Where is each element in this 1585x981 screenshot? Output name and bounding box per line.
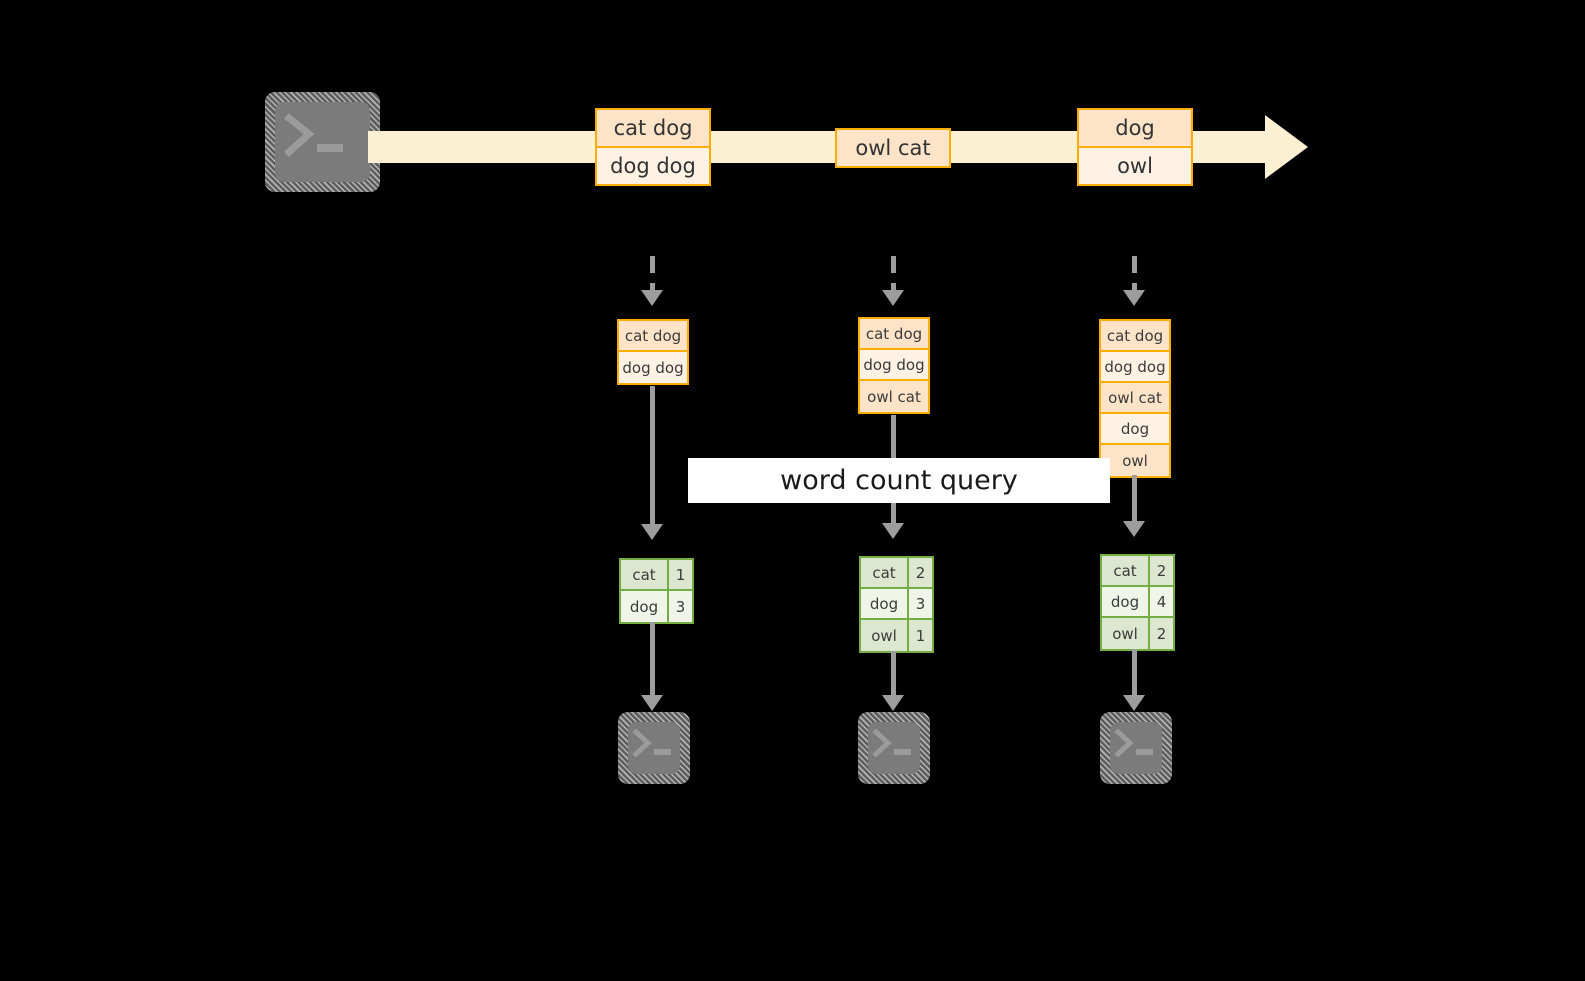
state-row: cat dog: [1101, 321, 1169, 352]
state-stack: cat dog dog dog: [617, 319, 689, 385]
state-to-result-connector: [1132, 475, 1137, 523]
stream-to-state-dashed-connector: [891, 256, 896, 292]
result-to-sink-connector: [650, 622, 655, 697]
table-row: dog 3: [621, 591, 692, 622]
table-cell-count: 3: [669, 591, 692, 622]
state-row: dog dog: [619, 352, 687, 383]
state-row: owl cat: [860, 381, 928, 412]
connector-arrowhead: [882, 523, 904, 539]
connector-arrowhead: [1123, 695, 1145, 711]
table-row: cat 1: [621, 560, 692, 591]
table-cell-count: 2: [909, 558, 932, 587]
sink-terminal-icon: [618, 712, 690, 784]
query-label: word count query: [780, 465, 1018, 496]
connector-arrowhead: [1123, 521, 1145, 537]
table-cell-word: dog: [1102, 587, 1150, 616]
table-cell-word: owl: [861, 620, 909, 651]
connector-arrowhead: [641, 290, 663, 306]
state-row: cat dog: [860, 319, 928, 350]
state-to-result-connector: [650, 386, 655, 526]
table-row: owl 1: [861, 620, 932, 651]
table-cell-word: cat: [1102, 556, 1150, 585]
stream-event-line: dog: [1077, 108, 1193, 148]
table-cell-word: cat: [621, 560, 669, 589]
prompt-glyph-icon: [632, 728, 671, 758]
table-cell-word: owl: [1102, 618, 1150, 649]
result-to-sink-connector: [1132, 649, 1137, 697]
stream-event-line: owl cat: [835, 128, 951, 168]
prompt-glyph-icon: [872, 728, 911, 758]
state-row: owl: [1101, 445, 1169, 476]
stream-arrowhead: [1265, 115, 1308, 179]
table-row: cat 2: [861, 558, 932, 589]
prompt-glyph-icon: [284, 113, 343, 157]
state-row: cat dog: [619, 321, 687, 352]
stream-to-state-dashed-connector: [650, 256, 655, 292]
connector-arrowhead: [882, 290, 904, 306]
stream-to-state-dashed-connector: [1132, 256, 1137, 292]
table-row: dog 3: [861, 589, 932, 620]
connector-arrowhead: [641, 524, 663, 540]
table-cell-count: 4: [1150, 587, 1173, 616]
table-cell-word: cat: [861, 558, 909, 587]
connector-arrowhead: [641, 695, 663, 711]
stream-event-line: owl: [1077, 146, 1193, 186]
table-row: dog 4: [1102, 587, 1173, 618]
table-cell-count: 2: [1150, 618, 1173, 649]
result-to-sink-connector: [891, 651, 896, 697]
prompt-glyph-icon: [1114, 728, 1153, 758]
state-stack: cat dog dog dog owl cat: [858, 317, 930, 414]
state-row: dog dog: [860, 350, 928, 381]
table-cell-count: 1: [909, 620, 932, 651]
query-label-band: word count query: [688, 458, 1110, 503]
table-cell-word: dog: [861, 589, 909, 618]
sink-terminal-icon: [1100, 712, 1172, 784]
table-cell-count: 1: [669, 560, 692, 589]
word-count-result-table: cat 1 dog 3: [619, 558, 694, 624]
connector-arrowhead: [1123, 290, 1145, 306]
stream-event-line: dog dog: [595, 146, 711, 186]
sink-terminal-icon: [858, 712, 930, 784]
table-cell-count: 3: [909, 589, 932, 618]
state-row: dog dog: [1101, 352, 1169, 383]
stream-event-line: cat dog: [595, 108, 711, 148]
table-cell-count: 2: [1150, 556, 1173, 585]
word-count-result-table: cat 2 dog 4 owl 2: [1100, 554, 1175, 651]
state-row: dog: [1101, 414, 1169, 445]
table-cell-word: dog: [621, 591, 669, 622]
table-row: cat 2: [1102, 556, 1173, 587]
state-stack: cat dog dog dog owl cat dog owl: [1099, 319, 1171, 478]
table-row: owl 2: [1102, 618, 1173, 649]
source-terminal-icon: [265, 92, 380, 192]
connector-arrowhead: [882, 695, 904, 711]
word-count-result-table: cat 2 dog 3 owl 1: [859, 556, 934, 653]
state-row: owl cat: [1101, 383, 1169, 414]
